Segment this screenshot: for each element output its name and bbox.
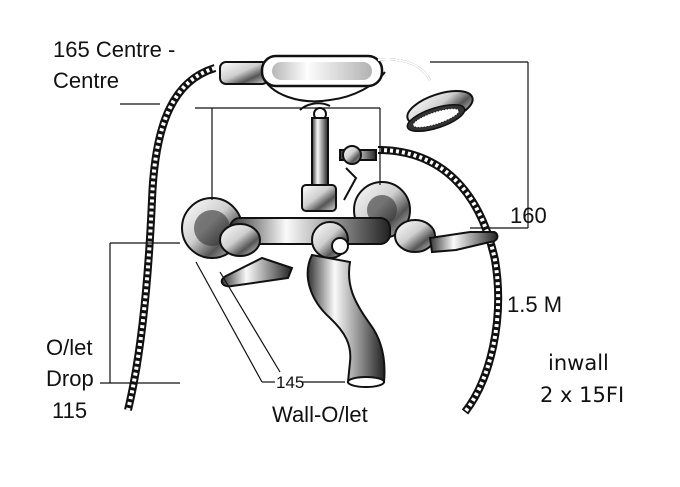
- outlet-value-label: 115: [52, 398, 87, 423]
- riser-cradle: [299, 102, 377, 212]
- lever-handles: [220, 231, 499, 288]
- wall-outlet-value: 145: [276, 373, 304, 392]
- centre-label-line1: 165 Centre -: [53, 37, 175, 62]
- handshower-height-label: 160: [510, 203, 547, 228]
- centre-label-line2: Centre: [53, 68, 119, 93]
- dimension-lines: [100, 61, 529, 384]
- hose-length-label: 1.5 M: [507, 292, 562, 317]
- bath-spout: [306, 253, 386, 388]
- wall-outlet-label: Wall-O/let: [272, 402, 368, 427]
- inwall-label-line2: 2 x 15FI: [540, 383, 624, 407]
- shower-hose: [124, 64, 503, 415]
- inwall-label-line1: inwall: [548, 351, 609, 375]
- mixer-body: [181, 181, 436, 259]
- hand-shower: [219, 54, 474, 133]
- outlet-label-line2: Drop: [46, 366, 94, 391]
- outlet-label-line1: O/let: [46, 335, 92, 360]
